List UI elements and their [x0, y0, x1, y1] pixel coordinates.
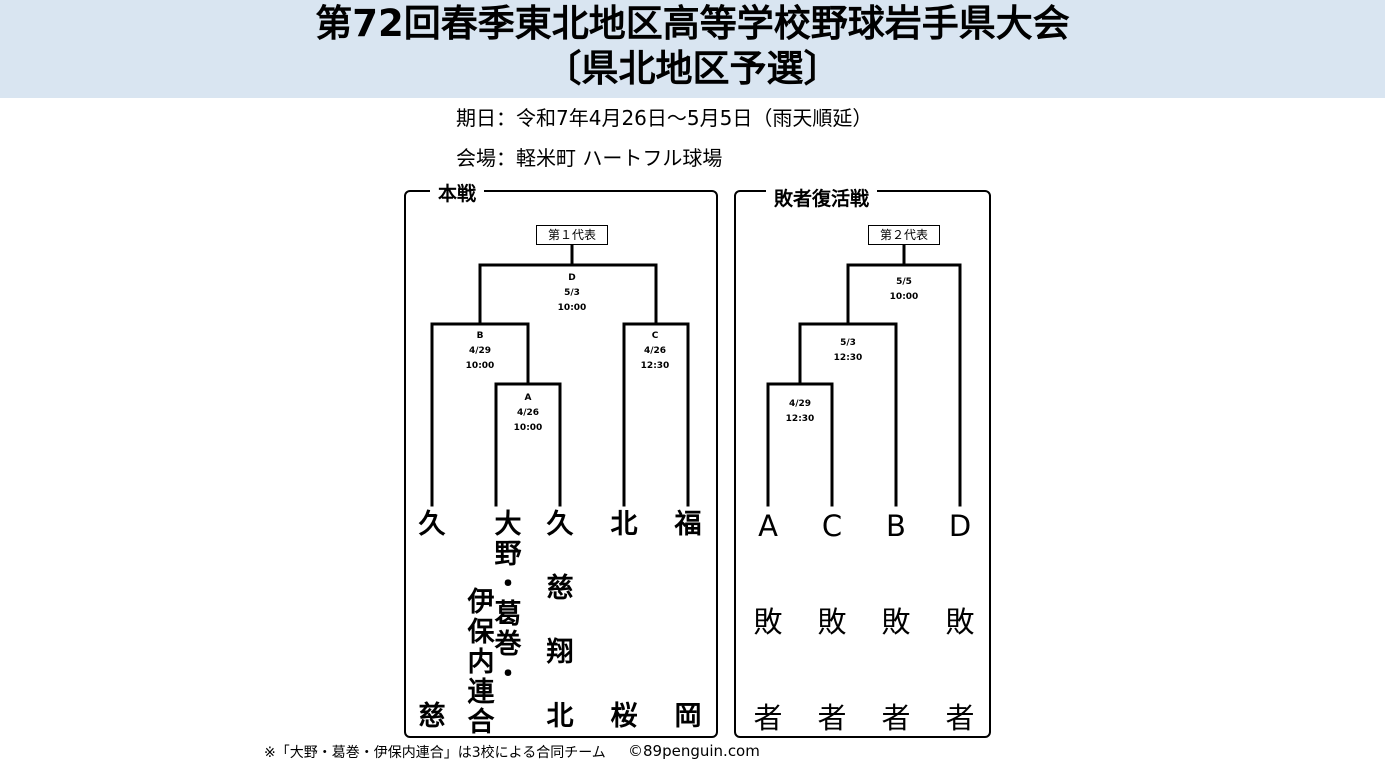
bracket-line-game-d: [478, 263, 658, 326]
main-bracket-title: 本戦: [430, 183, 485, 205]
rep-entry-a-c1: 敗: [753, 605, 783, 639]
rep-entry-b-c1: 敗: [881, 605, 911, 639]
rep-entry-b-c2: 者: [881, 701, 911, 735]
team-kuji: 久: [418, 509, 446, 540]
team-hokuo-bottom: 桜: [610, 701, 638, 732]
main-bracket-panel: [404, 190, 718, 738]
rep-entry-a-c2: 者: [753, 701, 783, 735]
game-label-d: D 5/3 10:00: [557, 273, 587, 313]
rep-entry-d-c2: 者: [945, 701, 975, 735]
team-fukuoka: 福: [674, 509, 702, 540]
rep-entry-c-c2: 者: [817, 701, 847, 735]
rep-entry-c-c1: 敗: [817, 605, 847, 639]
team-kuji-bottom: 慈: [418, 701, 446, 732]
title-banner: 第72回春季東北地区高等学校野球岩手県大会 〔県北地区予選〕: [0, 0, 1385, 98]
rep-game-label-3: 5/5 10:00: [889, 277, 919, 302]
main-representative-box: 第１代表: [536, 225, 608, 245]
game-label-b: B 4/29 10:00: [465, 331, 495, 371]
page-title: 第72回春季東北地区高等学校野球岩手県大会: [315, 2, 1070, 45]
game-label-c: C 4/26 12:30: [640, 331, 670, 371]
rep-entry-c-letter: C: [821, 509, 843, 543]
rep-game-label-1: 4/29 12:30: [785, 399, 815, 424]
copyright: ©89penguin.com: [628, 742, 760, 760]
game-label-a: A 4/26 10:00: [513, 393, 543, 433]
joint-team-note: ※「大野・葛巻・伊保内連合」は3校による合同チーム: [264, 745, 606, 761]
date-info: 期日：令和7年4月26日～5月5日（雨天順延）: [456, 106, 873, 130]
team-ono-kuzumaki-ihonai-col1: 大 野 ・ 葛 巻 ・: [494, 509, 522, 690]
team-fukuoka-bottom: 岡: [674, 701, 702, 732]
rep-entry-b-letter: B: [886, 509, 906, 543]
page-subtitle: 〔県北地区予選〕: [544, 47, 841, 90]
rep-entry-d-letter: D: [948, 509, 972, 543]
venue-info: 会場：軽米町 ハートフル球場: [456, 146, 723, 170]
rep-entry-a-letter: A: [758, 509, 778, 543]
rep-entry-d-c1: 敗: [945, 605, 975, 639]
team-ono-kuzumaki-ihonai-col2: 伊 保 内 連 合: [467, 587, 495, 738]
repechage-representative-box: 第２代表: [868, 225, 940, 245]
rep-game-label-2: 5/3 12:30: [833, 338, 863, 363]
team-kuji-shohoku: 久 慈 翔 北: [546, 509, 574, 732]
team-hokuo: 北: [610, 509, 638, 540]
repechage-title: 敗者復活戦: [766, 188, 878, 210]
